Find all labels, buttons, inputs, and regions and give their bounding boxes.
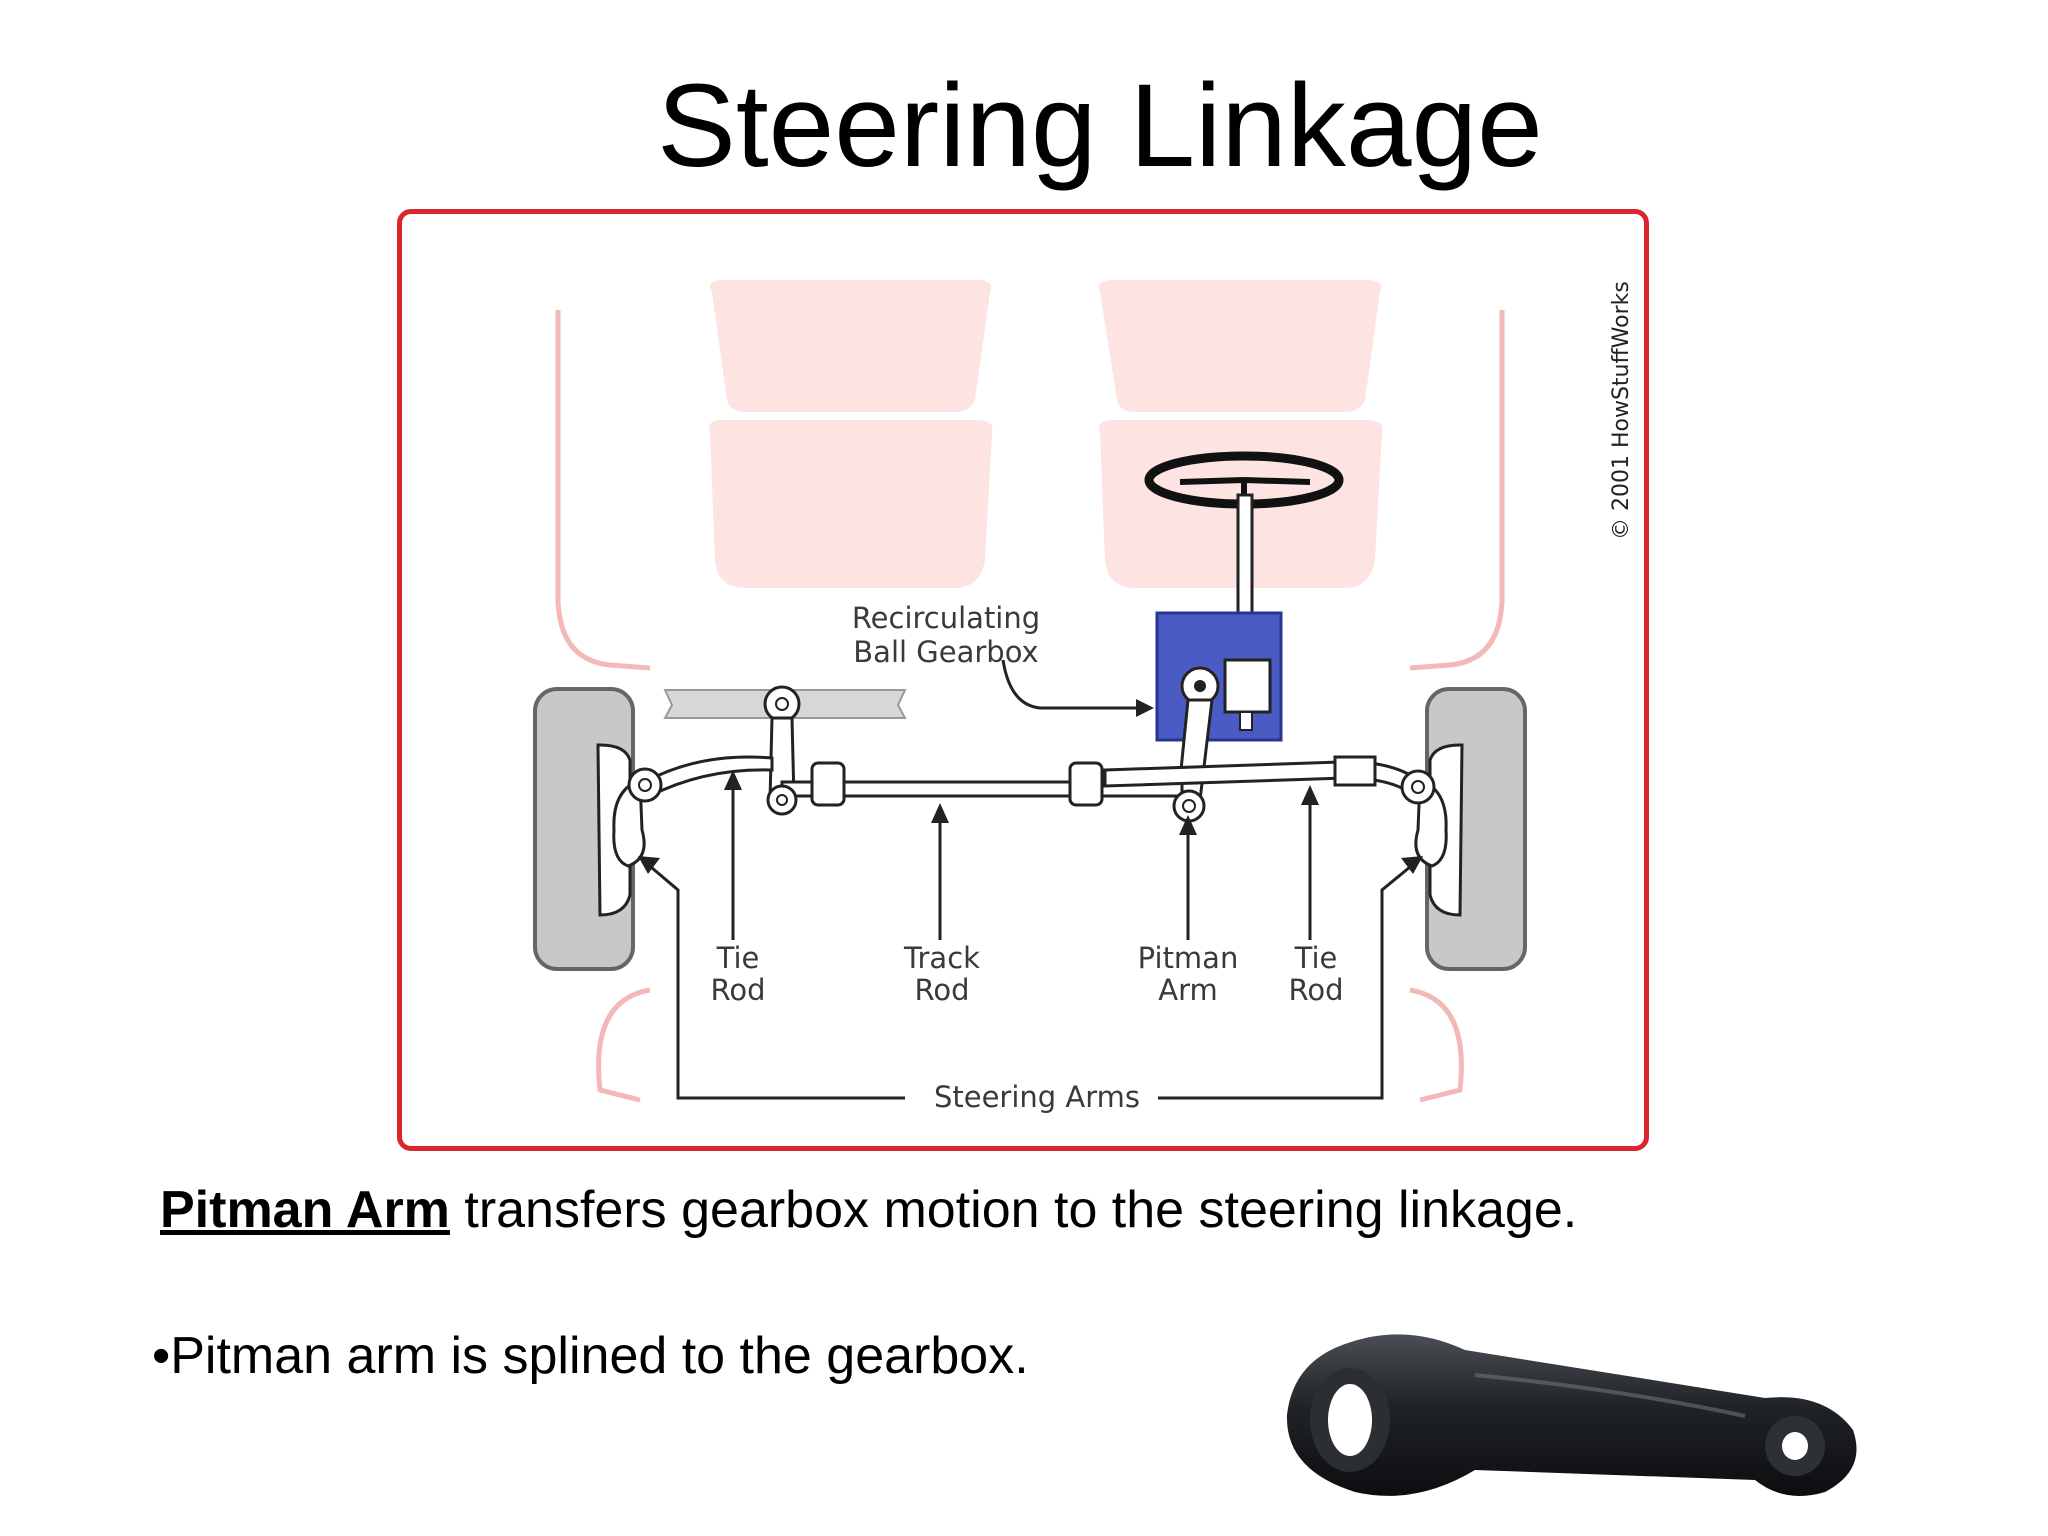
label-pitman-arm-2: Arm	[1158, 973, 1218, 1007]
steering-linkage-diagram: Recirculating Ball Gearbox Tie Rod Track…	[533, 280, 1634, 1114]
label-tie-rod-left-2: Rod	[711, 973, 766, 1007]
seat-back-right	[1098, 280, 1382, 412]
gearbox-housing	[1223, 658, 1272, 714]
label-tie-rod-right-2: Rod	[1289, 973, 1344, 1007]
caption-term: Pitman Arm	[160, 1181, 450, 1239]
steering-arms-bracket	[644, 860, 905, 1100]
label-pitman-arm-1: Pitman	[1138, 941, 1239, 975]
label-steering-arms: Steering Arms	[934, 1080, 1140, 1114]
car-body-right-outline	[1409, 310, 1505, 671]
label-tie-rod-right-1: Tie	[1294, 941, 1338, 975]
gearbox-leader	[1001, 659, 1140, 710]
steering-arm-left	[612, 777, 646, 868]
car-body-left-outline	[555, 310, 651, 671]
label-gearbox-2: Ball Gearbox	[853, 635, 1038, 669]
slide-title: Steering Linkage	[657, 60, 1543, 192]
label-tie-rod-left-1: Tie	[716, 941, 760, 975]
label-track-rod-2: Rod	[915, 973, 970, 1007]
car-body-right-lower	[1409, 987, 1464, 1103]
tie-rod-left	[643, 755, 774, 799]
seat-back-left	[709, 280, 992, 412]
label-gearbox-1: Recirculating	[852, 601, 1040, 635]
label-track-rod-1: Track	[903, 941, 980, 975]
pitman-arm-part-photo	[1286, 1334, 1857, 1496]
seat-cushion-left	[708, 420, 993, 588]
diagram-frame	[397, 209, 1649, 1151]
car-body-left-lower	[596, 987, 651, 1103]
caption-text: transfers gearbox motion to the steering…	[449, 1181, 1578, 1239]
caption: Pitman Arm transfers gearbox motion to t…	[160, 1180, 1577, 1240]
copyright-notice: © 2001 HowStuffWorks	[1609, 281, 1634, 540]
bullet-point: •Pitman arm is splined to the gearbox.	[152, 1327, 1029, 1385]
